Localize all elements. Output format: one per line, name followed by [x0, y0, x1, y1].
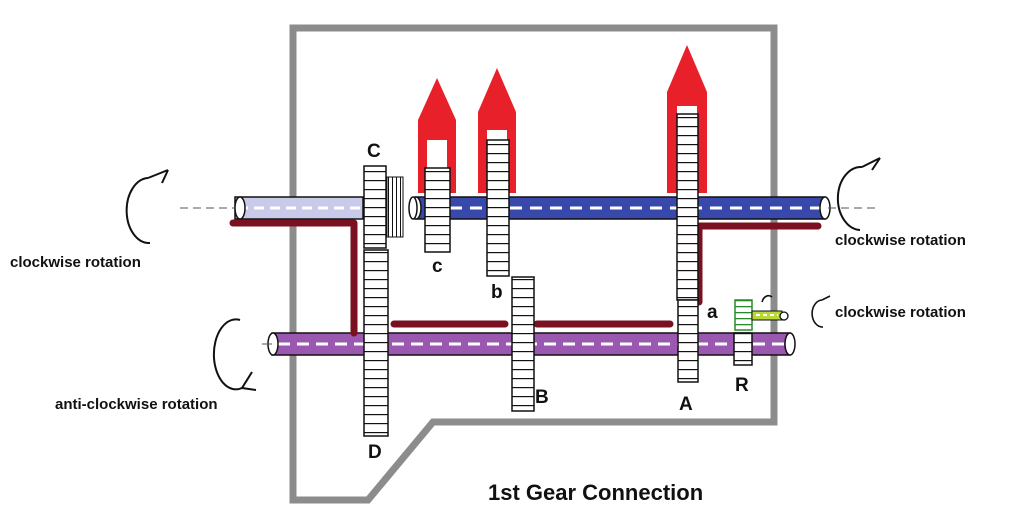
rotation-arrow-output [836, 157, 881, 231]
label-R: R [735, 375, 749, 396]
label-a: a [707, 302, 718, 323]
input-shaft [234, 196, 364, 220]
gear-b [486, 139, 510, 277]
label-D: D [368, 442, 382, 463]
reverse-idler [734, 299, 789, 331]
gear-c [424, 167, 451, 253]
selector-fork-b [478, 68, 516, 193]
gear-C-dog-teeth [386, 176, 404, 238]
gear-a [676, 113, 699, 301]
rotation-arrow-idler [761, 294, 831, 328]
rotation-arrow-countershaft [212, 318, 257, 391]
power-flow-path [229, 219, 822, 337]
label-A: A [679, 394, 693, 415]
rotation-label-countershaft: anti-clockwise rotation [55, 396, 218, 413]
gear-D [363, 249, 389, 437]
rotation-label-idler: clockwise rotation [835, 304, 966, 321]
diagram-title: 1st Gear Connection [488, 480, 703, 505]
gear-A [677, 299, 699, 383]
dog-clutch-hub [408, 196, 418, 220]
rotation-label-input: clockwise rotation [10, 254, 141, 271]
label-c: c [432, 256, 443, 277]
selector-fork-c [418, 78, 456, 193]
rotation-arrow-input [125, 169, 169, 245]
gear-B [511, 276, 535, 412]
gear-R [733, 332, 753, 366]
gearbox-casing [289, 24, 778, 504]
main-shaft [410, 196, 831, 220]
label-b: b [491, 282, 503, 303]
label-C: C [367, 141, 381, 162]
label-B: B [535, 387, 549, 408]
gear-C [363, 165, 387, 249]
rotation-label-output: clockwise rotation [835, 232, 966, 249]
